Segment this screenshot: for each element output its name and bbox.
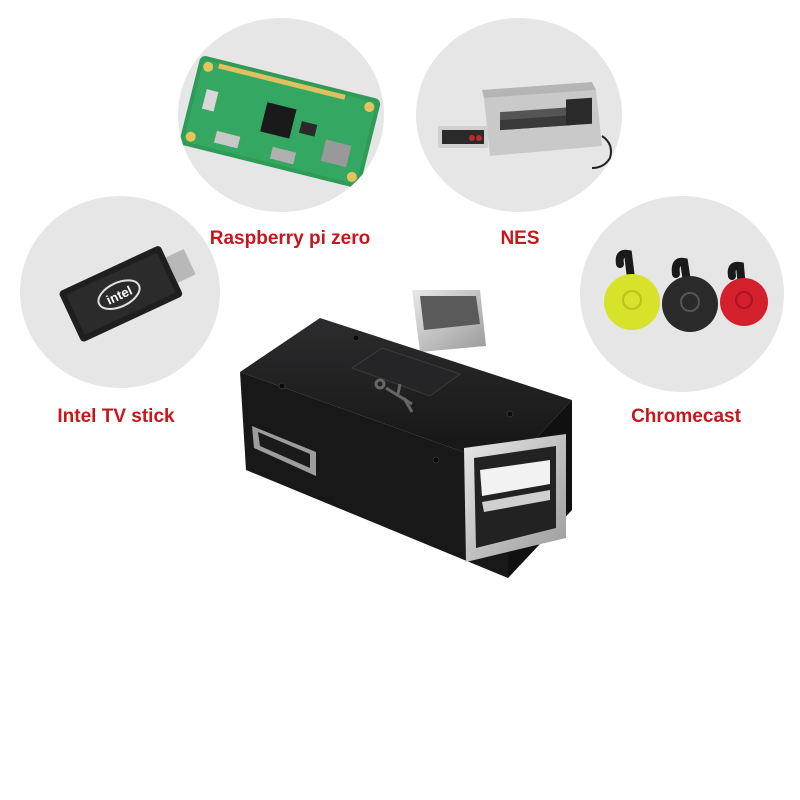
nes-image [438,82,612,169]
chromecast-label: Chromecast [631,406,741,427]
usb-logo-icon [374,378,414,413]
intel-tv-stick-label: Intel TV stick [57,406,175,427]
chromecast-image [604,249,768,332]
intel-tv-stick-circle: intel [20,196,220,388]
adapter-front-face [240,372,508,578]
chromecast-circle [580,196,784,392]
raspberry-pi-zero-label: Raspberry pi zero [209,228,371,249]
raspberry-pi-zero-circle [178,18,384,212]
intel-tv-stick-image: intel [59,246,196,342]
nes-label: NES [500,228,540,249]
adapter-top-face [240,318,572,468]
raspberry-pi-zero-image [179,56,381,188]
nes-circle [416,18,622,212]
